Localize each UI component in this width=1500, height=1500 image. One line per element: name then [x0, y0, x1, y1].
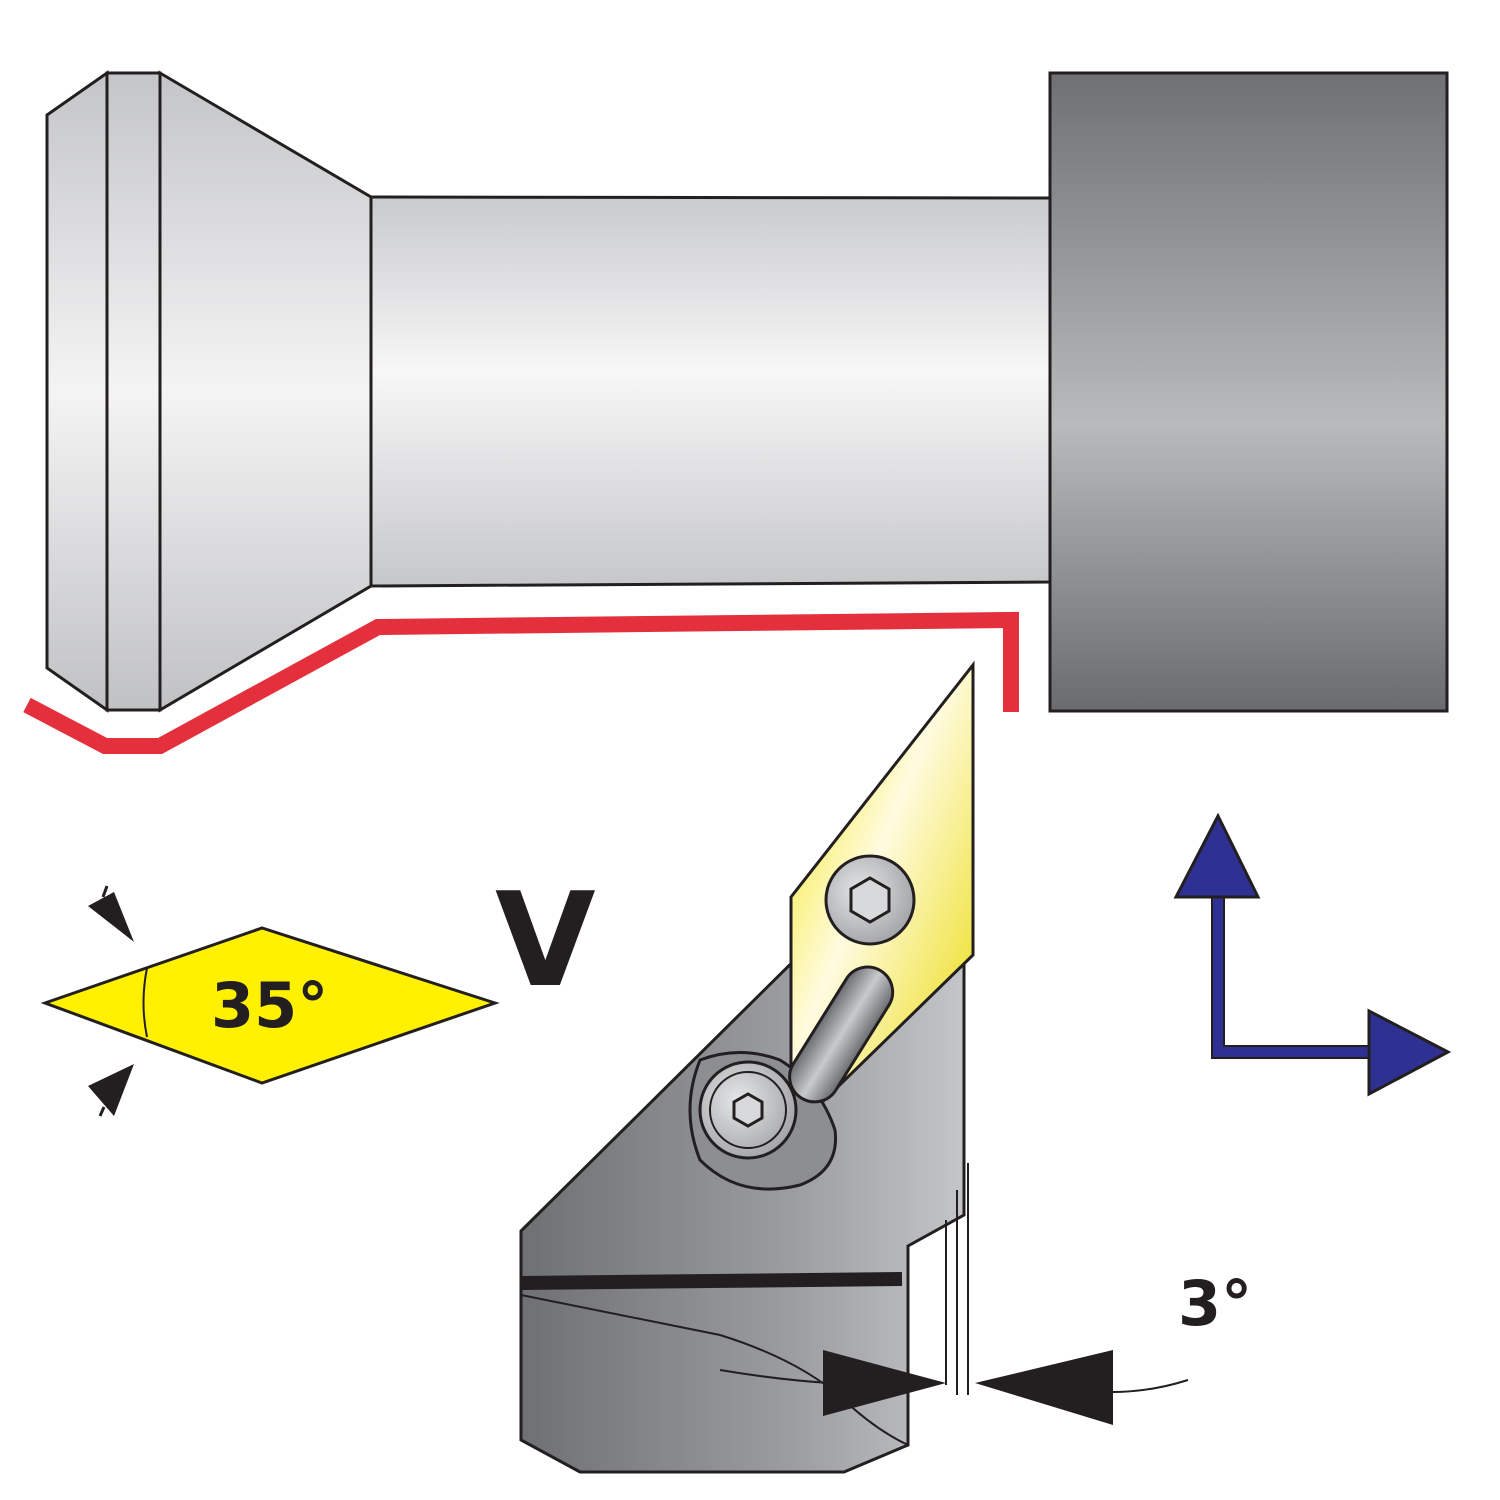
- clamp-pin: [788, 965, 895, 1104]
- hex-socket-screw-icon: [698, 1060, 798, 1160]
- holder-shim-line: [520, 1272, 903, 1290]
- angle-arc: [142, 967, 148, 1038]
- workpiece-taper: [158, 70, 373, 713]
- dimension-arrow-right-icon: [975, 1350, 1113, 1425]
- workpiece: [45, 70, 1052, 713]
- clearance-angle-label: 3°: [1178, 1267, 1252, 1340]
- dimension-lead-left: [719, 1369, 831, 1384]
- insert-shape-letter: V: [495, 864, 596, 1016]
- dimension-arrow-left-icon: [823, 1350, 946, 1416]
- workpiece-shaft: [369, 195, 1052, 588]
- axis-arrows-icon: [1173, 812, 1452, 1097]
- angle-pointer-bottom-icon: [88, 1064, 134, 1116]
- chuck-block: [1048, 71, 1449, 713]
- clearance-angle-dimension: 3°: [719, 1267, 1252, 1425]
- insert-shape-symbol: 35°: [40, 885, 500, 1117]
- workpiece-groove-collar: [105, 71, 162, 712]
- insert-angle-label: 35°: [211, 969, 328, 1042]
- rhombus-insert-icon: [40, 926, 500, 1085]
- arrow-right-icon: [1367, 1008, 1452, 1097]
- angle-pointer-top-icon: [88, 892, 134, 942]
- hex-socket-screw-icon: [824, 854, 916, 946]
- tool-path: [23, 611, 1019, 754]
- clamp-assembly: [688, 965, 895, 1191]
- workpiece-chamfer-end: [45, 70, 109, 713]
- dimension-lead-right: [1112, 1379, 1189, 1393]
- arrow-up-icon: [1173, 812, 1261, 899]
